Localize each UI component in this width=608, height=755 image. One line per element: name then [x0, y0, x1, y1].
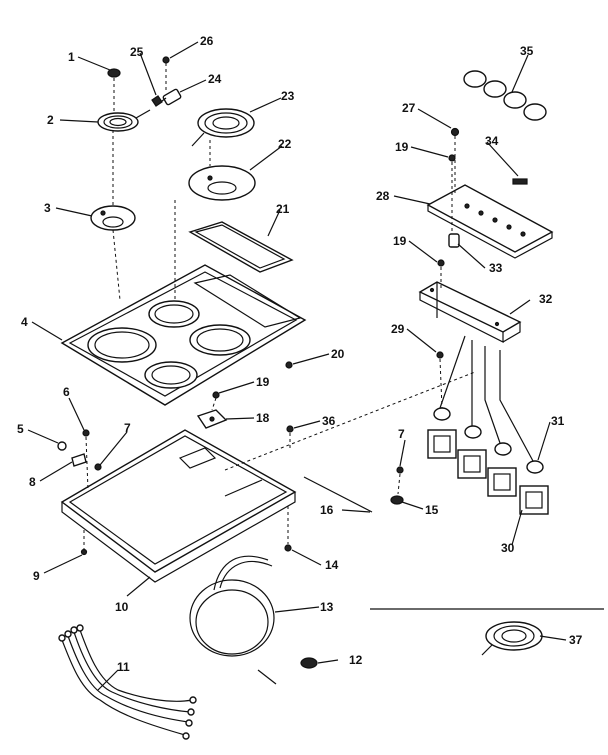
part-4-cooktop — [60, 264, 307, 406]
callout-19c: 19 — [393, 234, 407, 248]
callout-4: 4 — [21, 315, 28, 329]
part-12-strain-relief — [300, 657, 318, 669]
callout-37: 37 — [569, 633, 583, 647]
callout-19a: 19 — [256, 375, 270, 389]
part-37-surface-element — [481, 621, 543, 656]
part-6-screw — [82, 429, 90, 437]
part-33-indicator-light — [448, 233, 460, 248]
callout-5: 5 — [17, 422, 24, 436]
part-9-screw — [80, 548, 88, 556]
part-14-screw — [284, 544, 292, 552]
callout-1: 1 — [68, 50, 75, 64]
callout-3: 3 — [44, 201, 51, 215]
part-21-gasket — [188, 221, 294, 273]
part-25-spring-clip — [151, 95, 163, 107]
part-5-clip — [57, 441, 67, 451]
assembly-lines — [83, 63, 534, 549]
callout-8: 8 — [29, 475, 36, 489]
callout-30: 30 — [501, 541, 515, 555]
callout-16: 16 — [320, 503, 334, 517]
part-28-control-panel — [426, 184, 554, 259]
part-20-screw — [285, 361, 293, 369]
callout-14: 14 — [325, 558, 339, 572]
part-15-clip — [390, 495, 404, 505]
leader-lines — [27, 41, 567, 691]
callout-31: 31 — [551, 414, 565, 428]
part-1-cap — [107, 68, 121, 78]
callout-28: 28 — [376, 189, 390, 203]
part-22-large-drip-pan — [188, 165, 256, 201]
callout-24: 24 — [208, 72, 222, 86]
part-36-screw — [286, 425, 294, 433]
part-30-infinite-switches — [427, 429, 549, 515]
callout-19b: 19 — [395, 140, 409, 154]
part-18-bracket — [196, 409, 228, 429]
callout-21: 21 — [276, 202, 290, 216]
callout-29: 29 — [391, 322, 405, 336]
callout-35: 35 — [520, 44, 534, 58]
part-29-screw — [436, 351, 444, 359]
callout-32: 32 — [539, 292, 553, 306]
callout-36: 36 — [322, 414, 336, 428]
callout-18: 18 — [256, 411, 270, 425]
callout-12: 12 — [349, 653, 363, 667]
callout-6: 6 — [63, 385, 70, 399]
callout-7a: 7 — [124, 421, 131, 435]
part-7-screw-b — [396, 466, 404, 474]
part-19-screw-c — [437, 259, 445, 267]
part-19-screw-b — [448, 154, 456, 162]
part-8-bracket — [71, 453, 87, 467]
callout-20: 20 — [331, 347, 345, 361]
callout-11: 11 — [117, 660, 130, 674]
callout-23: 23 — [281, 89, 295, 103]
part-27-screw — [450, 127, 460, 137]
callout-27: 27 — [402, 101, 416, 115]
part-31-shafts — [433, 407, 544, 474]
part-26-screw — [162, 56, 170, 64]
part-2-small-surface-element — [97, 109, 151, 132]
part-13-power-cord — [189, 555, 277, 685]
part-34-clip — [512, 178, 528, 185]
callout-9: 9 — [33, 569, 40, 583]
callout-10: 10 — [115, 600, 129, 614]
callout-7b: 7 — [398, 427, 405, 441]
callout-22: 22 — [278, 137, 292, 151]
callout-33: 33 — [489, 261, 503, 275]
callout-26: 26 — [200, 34, 214, 48]
part-19-screw-a — [212, 391, 220, 399]
part-35-knobs — [463, 70, 547, 121]
part-7-screw-a — [94, 463, 102, 471]
part-3-small-drip-pan — [90, 205, 136, 231]
callout-25: 25 — [130, 45, 144, 59]
part-23-large-surface-element — [191, 108, 255, 147]
callout-15: 15 — [425, 503, 439, 517]
part-16-rod — [303, 476, 373, 513]
callout-2: 2 — [47, 113, 54, 127]
part-10-burner-box — [60, 429, 297, 583]
callout-13: 13 — [320, 600, 334, 614]
callout-34: 34 — [485, 134, 499, 148]
part-32-bracket — [418, 281, 522, 343]
part-11-wire-harness — [58, 624, 197, 740]
